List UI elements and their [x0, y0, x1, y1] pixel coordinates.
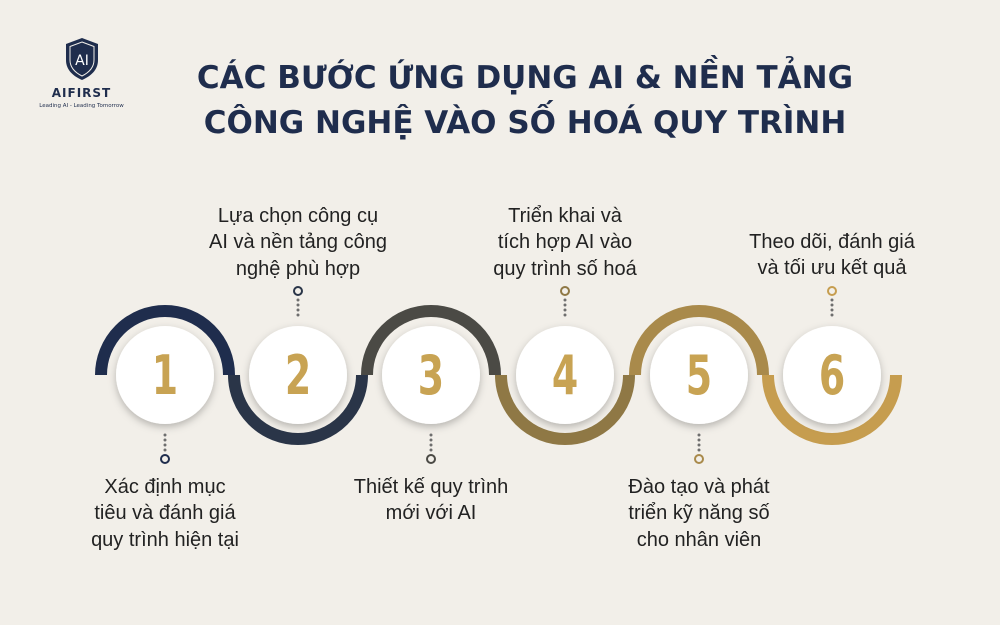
step-2-number: 2: [285, 345, 311, 407]
step-6-label-line: và tối ưu kết quả: [757, 257, 907, 280]
step-2-ring: [228, 374, 368, 445]
step-1-connector-ring: [160, 454, 170, 464]
step-5-label-line: triển kỹ năng số: [628, 502, 770, 525]
step-4-connector-dot: [563, 298, 567, 302]
step-6-connector-dot: [830, 313, 834, 317]
step-1-number: 1: [152, 345, 178, 407]
step-6-connector-dot: [830, 298, 834, 302]
step-4-connector-dot: [563, 308, 567, 312]
step-1-label: Xác định mục tiêu và đánh giá quy trình hi…: [45, 474, 285, 553]
step-4-label: Triển khai và tích hợp AI vào quy trình số…: [445, 203, 685, 282]
step-6-connector-ring: [827, 286, 837, 296]
step-4-label-line: tích hợp AI vào: [497, 231, 633, 254]
step-1-label-line: quy trình hiện tại: [91, 528, 239, 551]
step-5-label: Đào tạo và phát triển kỹ năng số cho nhân …: [579, 474, 819, 553]
step-5-connector-ring: [694, 454, 704, 464]
step-1-connector-dot: [163, 433, 167, 437]
step-3-label-line: mới với AI: [385, 502, 477, 525]
step-2-label-line: Lựa chọn công cụ: [217, 205, 379, 227]
step-1-connector-dot: [163, 438, 167, 442]
step-6-connector-dot: [830, 303, 834, 307]
step-4-connector-ring: [560, 286, 570, 296]
step-1-circle: [116, 326, 214, 424]
logo-name: AIFIRST: [51, 86, 112, 100]
logo: AI AIFIRST Leading AI - Leading Tomorrow: [24, 36, 139, 109]
step-4-number: 4: [552, 345, 578, 407]
step-6-number: 6: [819, 345, 845, 407]
step-3-label-line: Thiết kế quy trình: [353, 476, 509, 498]
step-4-circle: [516, 326, 614, 424]
step-3-connector-ring: [426, 454, 436, 464]
step-2-circle: [249, 326, 347, 424]
step-2-label-line: AI và nền tảng công: [209, 231, 387, 254]
step-4-label-line: Triển khai và: [508, 205, 622, 227]
logo-mark: AI: [75, 53, 89, 69]
step-2-label-line: nghệ phù hợp: [235, 257, 361, 280]
step-6-ring: [762, 374, 902, 445]
step-3-number: 3: [418, 345, 444, 407]
step-5-label-line: Đào tạo và phát: [628, 476, 770, 498]
logo-tagline: Leading AI - Leading Tomorrow: [39, 103, 124, 109]
step-2-connector-ring: [293, 286, 303, 296]
step-1-connector-dot: [163, 448, 167, 452]
step-2-connector-dot: [296, 313, 300, 317]
shield-logo-icon: AI: [65, 38, 98, 80]
step-4-ring: [495, 374, 635, 445]
step-3-connector-dot: [429, 448, 433, 452]
step-4-connector-dot: [563, 313, 567, 317]
title-line-2: CÔNG NGHỆ VÀO SỐ HOÁ QUY TRÌNH: [203, 105, 847, 142]
step-5-connector-dot: [697, 433, 701, 437]
step-5-connector-dot: [697, 438, 701, 442]
step-6-label: Theo dõi, đánh giá và tối ưu kết quả: [712, 229, 952, 282]
step-3-connector-dot: [429, 443, 433, 447]
step-2-label: Lựa chọn công cụ AI và nền tảng công nghệ …: [178, 203, 418, 282]
step-3-connector-dot: [429, 438, 433, 442]
step-6-connector-dot: [830, 308, 834, 312]
step-6-label-line: Theo dõi, đánh giá: [749, 231, 915, 253]
step-4-label-line: quy trình số hoá: [493, 257, 637, 280]
step-3-label: Thiết kế quy trình mới với AI: [311, 474, 551, 527]
title-line-1: CÁC BƯỚC ỨNG DỤNG AI & NỀN TẢNG: [196, 60, 854, 96]
step-2-connector-dot: [296, 303, 300, 307]
step-1-ring: [95, 305, 235, 376]
step-1-label-line: tiêu và đánh giá: [94, 502, 236, 525]
step-5-label-line: cho nhân viên: [636, 528, 762, 551]
step-4-connector-dot: [563, 303, 567, 307]
step-5-circle: [650, 326, 748, 424]
step-2-connector-dot: [296, 298, 300, 302]
step-6-circle: [783, 326, 881, 424]
step-2-connector-dot: [296, 308, 300, 312]
step-5-connector-dot: [697, 443, 701, 447]
page-title: CÁC BƯỚC ỨNG DỤNG AI & NỀN TẢNG CÔNG NGH…: [150, 56, 900, 147]
step-5-ring: [629, 305, 769, 376]
step-5-number: 5: [686, 345, 712, 407]
step-3-circle: [382, 326, 480, 424]
step-3-ring: [361, 305, 501, 376]
step-1-connector-dot: [163, 443, 167, 447]
step-3-connector-dot: [429, 433, 433, 437]
step-1-label-line: Xác định mục: [104, 476, 226, 498]
step-5-connector-dot: [697, 448, 701, 452]
